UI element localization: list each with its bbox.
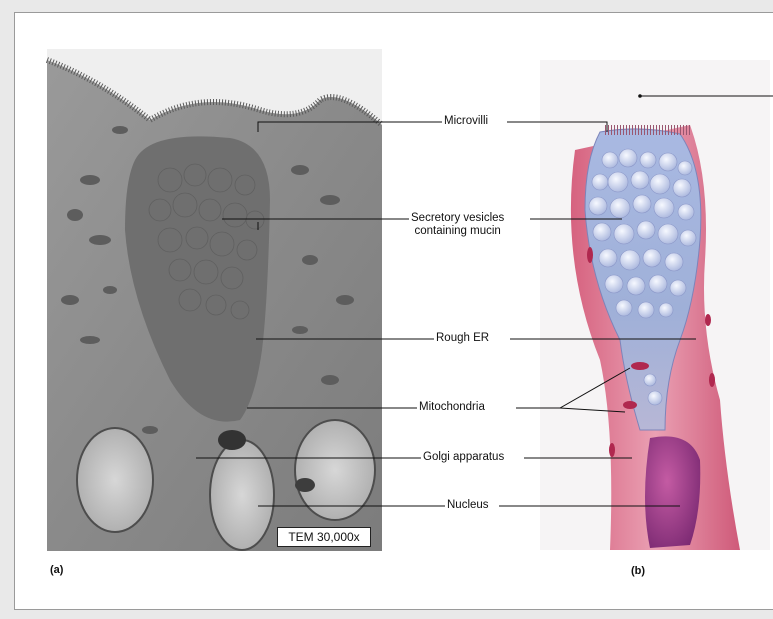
label-mitochondria: Mitochondria: [418, 401, 486, 414]
label-secretory-line2: containing mucin: [411, 225, 504, 238]
goblet-cell-illustration: [540, 60, 770, 550]
label-nucleus: Nucleus: [446, 499, 490, 512]
panel-label-b: (b): [631, 565, 645, 577]
leader-endpoint-dot: [638, 94, 642, 98]
label-secretory-vesicles: Secretory vesicles containing mucin: [410, 212, 505, 238]
label-secretory-line1: Secretory vesicles: [411, 212, 504, 225]
label-microvilli: Microvilli: [443, 115, 489, 128]
label-rough-er: Rough ER: [435, 332, 490, 345]
tem-micrograph: [47, 49, 382, 551]
panel-label-a: (a): [50, 564, 63, 576]
scale-bar-label: TEM 30,000x: [277, 527, 371, 547]
label-golgi-apparatus: Golgi apparatus: [422, 451, 505, 464]
